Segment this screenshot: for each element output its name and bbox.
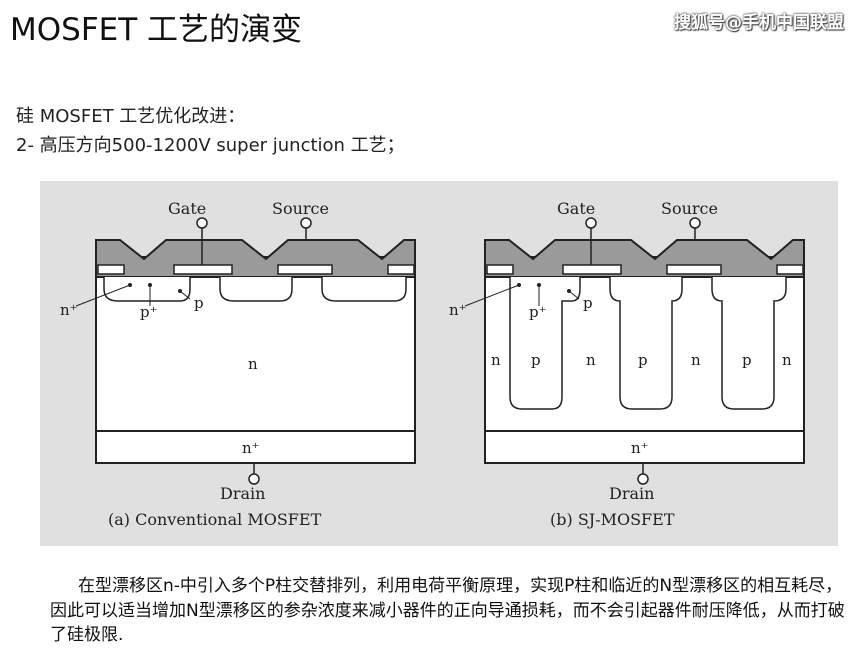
left-gate-label: Gate: [168, 199, 206, 218]
left-pointer-dot-1: [128, 283, 132, 287]
subtitle-block: 硅 MOSFET 工艺优化改进： 2- 高压方向500-1200V super …: [16, 102, 405, 160]
right-pointer-dot-1: [517, 283, 521, 287]
left-pointer-dot-3: [178, 289, 182, 293]
left-source-terminal: [300, 217, 312, 229]
right-p-label: p: [583, 294, 593, 312]
right-p-pointer: [568, 290, 580, 300]
left-p-pointer: [179, 290, 191, 300]
explanation-text: 在型漂移区n-中引入多个P柱交替排列，利用电荷平衡原理，实现P柱和临近的N型漂移…: [50, 576, 845, 645]
left-p-label: p: [194, 294, 204, 312]
right-drain-terminal: [637, 473, 649, 485]
right-column-label-p2: p: [638, 351, 648, 369]
right-pplus-label: p⁺: [529, 303, 547, 321]
right-gate-poly-3: [666, 264, 722, 275]
right-column-label-p3: p: [742, 351, 752, 369]
right-nplus-substrate-label: n⁺: [631, 439, 649, 457]
right-nplus-label: n⁺: [449, 301, 467, 319]
left-drain-terminal: [248, 473, 260, 485]
left-gate-poly-1: [97, 264, 125, 275]
left-p-well-2: [219, 277, 293, 302]
right-gate-poly-1: [486, 264, 514, 275]
right-column-label-n3: n: [691, 351, 701, 369]
right-column-label-p1: p: [531, 351, 541, 369]
left-caption-label: (a) Conventional MOSFET: [108, 510, 322, 529]
left-gate-poly-2: [173, 264, 233, 275]
right-p-column-2: [609, 277, 683, 410]
page-title: MOSFET 工艺的演变: [10, 12, 303, 48]
left-pplus-label: p⁺: [140, 303, 158, 321]
subtitle-line-1: 硅 MOSFET 工艺优化改进：: [16, 106, 246, 127]
right-source-label: Source: [661, 199, 718, 218]
right-column-label-n1: n: [491, 351, 501, 369]
right-nplus-pointer: [464, 284, 520, 307]
left-n-drift-label: n: [248, 355, 258, 373]
left-nplus-substrate-label: n⁺: [242, 439, 260, 457]
right-caption-label: (b) SJ-MOSFET: [550, 510, 675, 529]
right-source-terminal: [689, 217, 701, 229]
right-gate-terminal: [585, 217, 597, 229]
right-pointer-dot-3: [567, 289, 571, 293]
left-pointer-dot-2: [148, 283, 152, 287]
left-source-label: Source: [272, 199, 329, 218]
right-gate-label: Gate: [557, 199, 595, 218]
left-p-well-1: [103, 277, 191, 302]
mosfet-diagram-figure: Gate Source n⁺ p⁺ p n n⁺ Drain (a) Conve…: [40, 181, 838, 546]
left-p-well-3: [321, 277, 407, 302]
subtitle-line-2: 2- 高压方向500-1200V super junction 工艺；: [16, 135, 405, 156]
mosfet-diagram-svg: Gate Source n⁺ p⁺ p n n⁺ Drain (a) Conve…: [60, 199, 805, 529]
sj-mosfet: Gate Source n⁺ p⁺ p n p n p n p n n⁺ Dra…: [449, 199, 805, 529]
left-gate-terminal: [196, 217, 208, 229]
left-oxide-layer: [95, 239, 416, 278]
left-drain-label: Drain: [220, 484, 265, 503]
watermark: 搜狐号@手机中国联盟: [674, 13, 844, 33]
right-gate-poly-2: [562, 264, 622, 275]
left-gate-poly-3: [277, 264, 333, 275]
right-drain-label: Drain: [609, 484, 654, 503]
left-gate-poly-4: [387, 264, 415, 275]
left-nplus-pointer: [75, 284, 131, 307]
conventional-mosfet: Gate Source n⁺ p⁺ p n n⁺ Drain (a) Conve…: [60, 199, 416, 529]
right-pointer-dot-2: [537, 283, 541, 287]
right-gate-poly-4: [776, 264, 804, 275]
left-nplus-label: n⁺: [60, 301, 78, 319]
right-p-column-3: [711, 277, 787, 410]
explanation-paragraph: 在型漂移区n-中引入多个P柱交替排列，利用电荷平衡原理，实现P柱和临近的N型漂移…: [50, 574, 850, 648]
right-column-label-n4: n: [782, 351, 792, 369]
right-column-label-n2: n: [586, 351, 596, 369]
right-oxide-layer: [484, 239, 805, 278]
